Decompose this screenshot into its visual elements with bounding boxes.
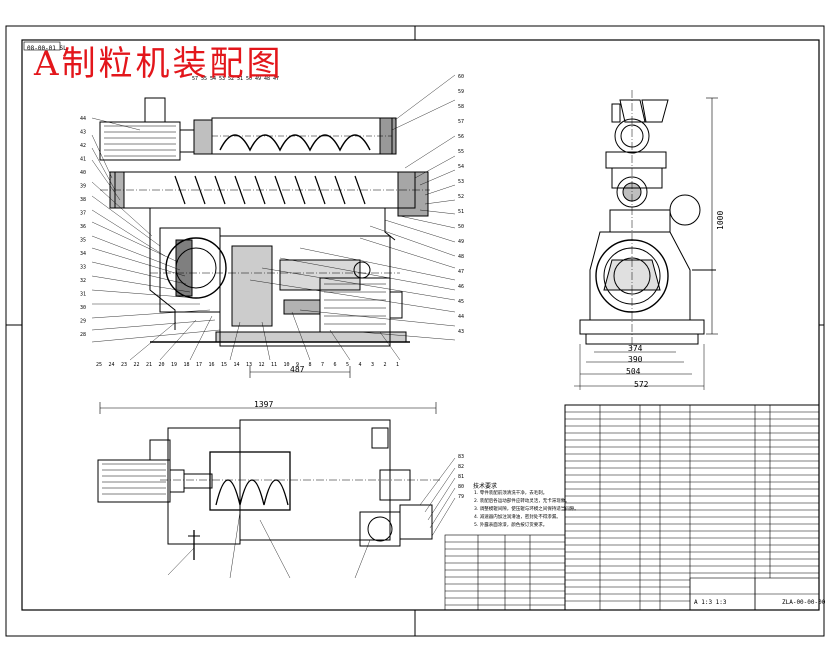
callout-bottom-22: 22 (134, 362, 140, 368)
top-view (97, 402, 456, 579)
inner-border (21, 39, 820, 611)
side-view (574, 90, 718, 390)
callout-topview-83: 83 (458, 454, 464, 460)
callout-left-28: 28 (80, 332, 86, 338)
callout-top-49: 49 (255, 76, 261, 82)
callout-bottom-14: 14 (234, 362, 240, 368)
callout-bottom-5: 5 (346, 362, 349, 368)
callout-left-41: 41 (80, 157, 86, 163)
callout-top-50: 50 (246, 76, 252, 82)
callout-bottom-3: 3 (371, 362, 374, 368)
callout-right-60: 60 (458, 74, 464, 80)
callout-left-37: 37 (80, 211, 86, 217)
dim-side-w2: 390 (628, 355, 643, 364)
callout-top-55: 55 (201, 76, 207, 82)
callout-bottom-2: 2 (384, 362, 387, 368)
callout-top-52: 52 (228, 76, 234, 82)
callout-right-52: 52 (458, 194, 464, 200)
callout-top-47: 47 (273, 76, 279, 82)
callout-right-51: 51 (458, 209, 464, 215)
callout-bottom-23: 23 (121, 362, 127, 368)
callout-bottom-24: 24 (109, 362, 115, 368)
tech-req-4: 4. 减速器内加注润滑油，密封处不得渗漏。 (474, 515, 561, 520)
outer-border (5, 25, 825, 637)
callout-topview-82: 82 (458, 464, 464, 470)
dim-side-height: 1000 (716, 210, 725, 230)
callout-right-50: 50 (458, 224, 464, 230)
callout-right-49: 49 (458, 239, 464, 245)
front-view (91, 74, 456, 378)
callout-bottom-13: 13 (246, 362, 252, 368)
callout-left-38: 38 (80, 197, 86, 203)
callout-left-36: 36 (80, 224, 86, 230)
callout-left-31: 31 (80, 292, 86, 298)
tech-req-5: 5. 外露表面涂漆，颜色按订货要求。 (474, 523, 548, 528)
callout-left-44: 44 (80, 116, 86, 122)
parts-list (444, 404, 820, 611)
callout-bottom-21: 21 (146, 362, 152, 368)
callout-left-39: 39 (80, 184, 86, 190)
tech-req-title: 技术要求 (473, 483, 498, 490)
callout-bottom-4: 4 (359, 362, 362, 368)
callout-top-54: 54 (210, 76, 216, 82)
dim-side-w1: 374 (628, 344, 643, 353)
tech-req-3: 3. 调整模辊间隙，使压辊与环模之间保持适当间隙。 (474, 507, 579, 512)
callout-right-57: 57 (458, 119, 464, 125)
callout-bottom-1: 1 (396, 362, 399, 368)
callout-right-48: 48 (458, 254, 464, 260)
callout-left-43: 43 (80, 130, 86, 136)
callout-bottom-8: 8 (309, 362, 312, 368)
callout-bottom-20: 20 (159, 362, 165, 368)
callout-top-48: 48 (264, 76, 270, 82)
callout-bottom-19: 19 (171, 362, 177, 368)
callout-bottom-9: 9 (296, 362, 299, 368)
tech-req-2: 2. 装配后各运动部件应转动灵活，无卡滞现象。 (474, 499, 570, 504)
callout-top-57: 57 (192, 76, 198, 82)
callout-right-47: 47 (458, 269, 464, 275)
drawing-number: ZLA-00-00-00 (782, 599, 826, 606)
callout-topview-79: 79 (458, 494, 464, 500)
sheet-code: 08-00-01 SL (27, 45, 67, 52)
callout-left-40: 40 (80, 170, 86, 176)
callout-left-35: 35 (80, 238, 86, 244)
tech-req-1: 1. 零件装配前须清洗干净，去毛刺。 (474, 491, 548, 496)
callout-right-43: 43 (458, 329, 464, 335)
callout-right-56: 56 (458, 134, 464, 140)
callout-bottom-17: 17 (196, 362, 202, 368)
callout-bottom-10: 10 (284, 362, 290, 368)
callout-left-34: 34 (80, 251, 86, 257)
callout-topview-81: 81 (458, 474, 464, 480)
callout-left-33: 33 (80, 265, 86, 271)
callout-bottom-12: 12 (259, 362, 265, 368)
callout-bottom-11: 11 (271, 362, 277, 368)
drawing-title: A制粒机装配图 (34, 44, 284, 84)
callout-left-42: 42 (80, 143, 86, 149)
dim-front-width: 487 (290, 365, 305, 374)
callout-right-53: 53 (458, 179, 464, 185)
callout-top-51: 51 (237, 76, 243, 82)
dim-total-length: 1397 (254, 400, 274, 409)
scale-label: A 1:3 1:3 (694, 599, 727, 606)
callout-left-32: 32 (80, 278, 86, 284)
callout-right-54: 54 (458, 164, 464, 170)
callout-right-46: 46 (458, 284, 464, 290)
callout-right-55: 55 (458, 149, 464, 155)
callout-bottom-7: 7 (321, 362, 324, 368)
dim-side-w3: 504 (626, 367, 641, 376)
callout-topview-80: 80 (458, 484, 464, 490)
callout-bottom-16: 16 (209, 362, 215, 368)
callout-bottom-6: 6 (334, 362, 337, 368)
callout-bottom-18: 18 (184, 362, 190, 368)
callout-bottom-15: 15 (221, 362, 227, 368)
callout-right-44: 44 (458, 314, 464, 320)
callout-right-58: 58 (458, 104, 464, 110)
callout-left-29: 29 (80, 319, 86, 325)
callout-right-59: 59 (458, 89, 464, 95)
callout-bottom-25: 25 (96, 362, 102, 368)
callout-top-53: 53 (219, 76, 225, 82)
callout-left-30: 30 (80, 305, 86, 311)
callout-right-45: 45 (458, 299, 464, 305)
dim-side-w4: 572 (634, 380, 649, 389)
